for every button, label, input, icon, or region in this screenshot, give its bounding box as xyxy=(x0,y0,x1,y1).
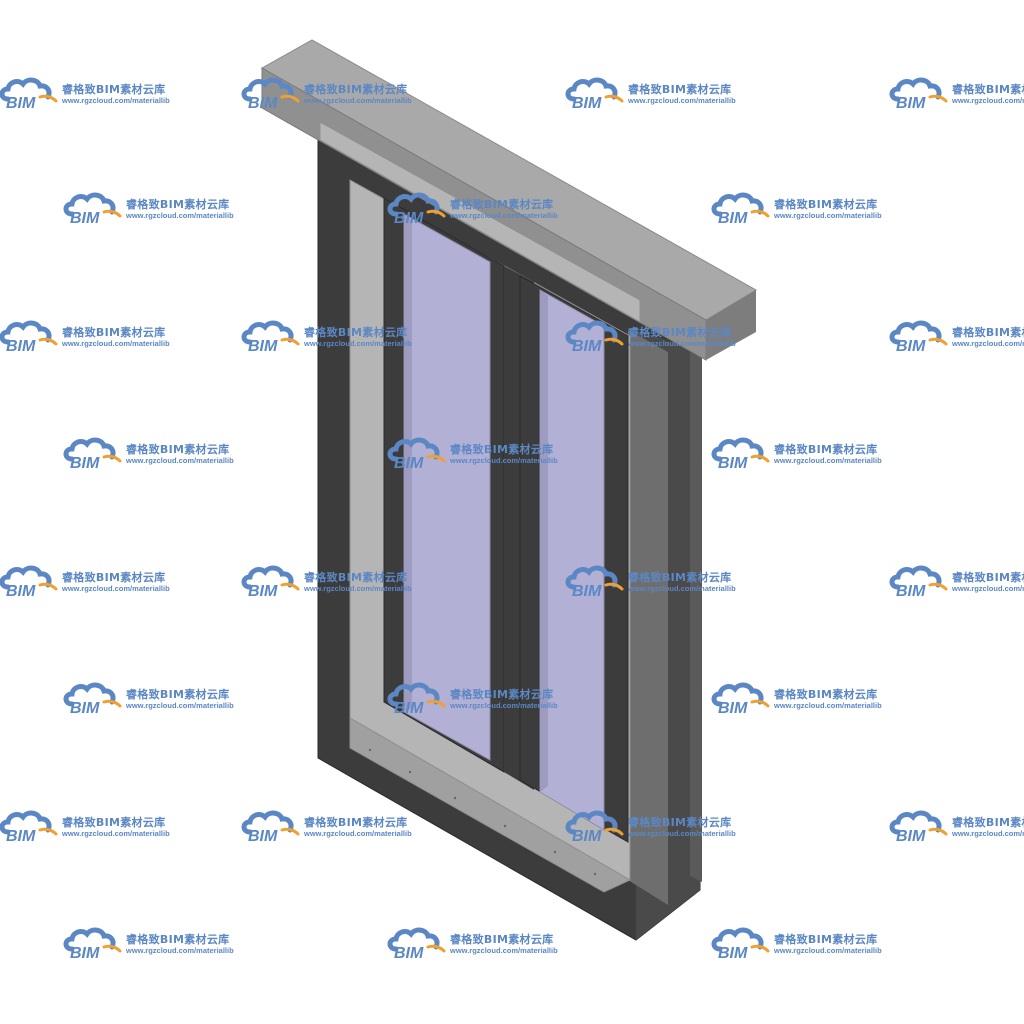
lintel-side-face xyxy=(706,290,756,360)
left-glass-pane xyxy=(403,213,491,761)
left-glass-bevel xyxy=(404,214,412,712)
lintel-recess xyxy=(319,121,641,323)
right-glass-bevel xyxy=(540,290,548,792)
window-side-panel xyxy=(628,330,668,905)
sill-screw-dots xyxy=(368,748,597,876)
window-side-trim xyxy=(690,352,702,882)
right-glass-pane xyxy=(539,289,605,831)
opening-sill xyxy=(349,717,632,893)
